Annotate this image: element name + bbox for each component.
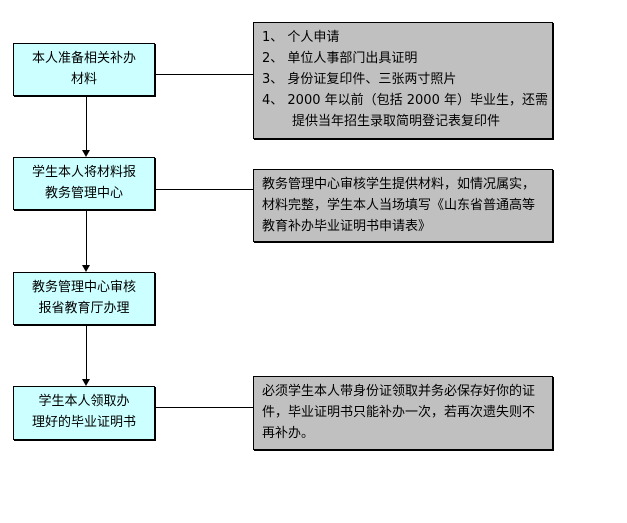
flow-connector [86, 96, 87, 150]
step-text: 教务管理中心审核 [31, 280, 136, 295]
note-text: 必须学生本人带身份证领取并务必保存好你的证件，毕业证明书只能补办一次，若再次遗失… [262, 384, 536, 441]
note-review: 教务管理中心审核学生提供材料，如情况属实，材料完整，学生本人当场填写《山东省普通… [253, 169, 553, 242]
arrow-down-icon [82, 265, 90, 272]
arrow-down-icon [82, 379, 90, 386]
step-text: 理好的毕业证明书 [31, 415, 136, 430]
note-required-materials: 1、 个人申请 2、 单位人事部门出具证明 3、 身份证复印件、三张两寸照片 4… [253, 22, 553, 139]
flow-connector [86, 325, 87, 379]
step-text: 本人准备相关补办 [31, 51, 136, 66]
step-text: 教务管理中心 [44, 186, 123, 201]
note-line: 提供当年招生录取简明登记表复印件 [292, 114, 501, 129]
note-line: 4、 2000 年以前（包括 2000 年）毕业生，还需 [262, 93, 548, 108]
note-text: 教务管理中心审核学生提供材料，如情况属实，材料完整，学生本人当场填写《山东省普通… [262, 177, 536, 234]
note-connector [156, 407, 253, 408]
step-prepare-materials: 本人准备相关补办 材料 [13, 43, 155, 96]
note-line: 1、 个人申请 [262, 30, 340, 45]
step-collect-certificate: 学生本人领取办 理好的毕业证明书 [13, 386, 155, 440]
step-submit-to-center: 学生本人将材料报 教务管理中心 [13, 157, 155, 210]
step-text: 材料 [70, 72, 97, 87]
step-text: 报省教育厅办理 [38, 301, 130, 316]
note-connector [156, 74, 253, 75]
step-text: 学生本人领取办 [38, 394, 130, 409]
arrow-down-icon [82, 150, 90, 157]
flow-connector [86, 210, 87, 265]
note-line: 2、 单位人事部门出具证明 [262, 51, 418, 66]
note-line: 3、 身份证复印件、三张两寸照片 [262, 72, 457, 87]
step-text: 学生本人将材料报 [31, 165, 136, 180]
note-pickup: 必须学生本人带身份证领取并务必保存好你的证件，毕业证明书只能补办一次，若再次遗失… [253, 376, 553, 450]
step-review-and-forward: 教务管理中心审核 报省教育厅办理 [13, 272, 155, 325]
note-connector [156, 189, 253, 190]
